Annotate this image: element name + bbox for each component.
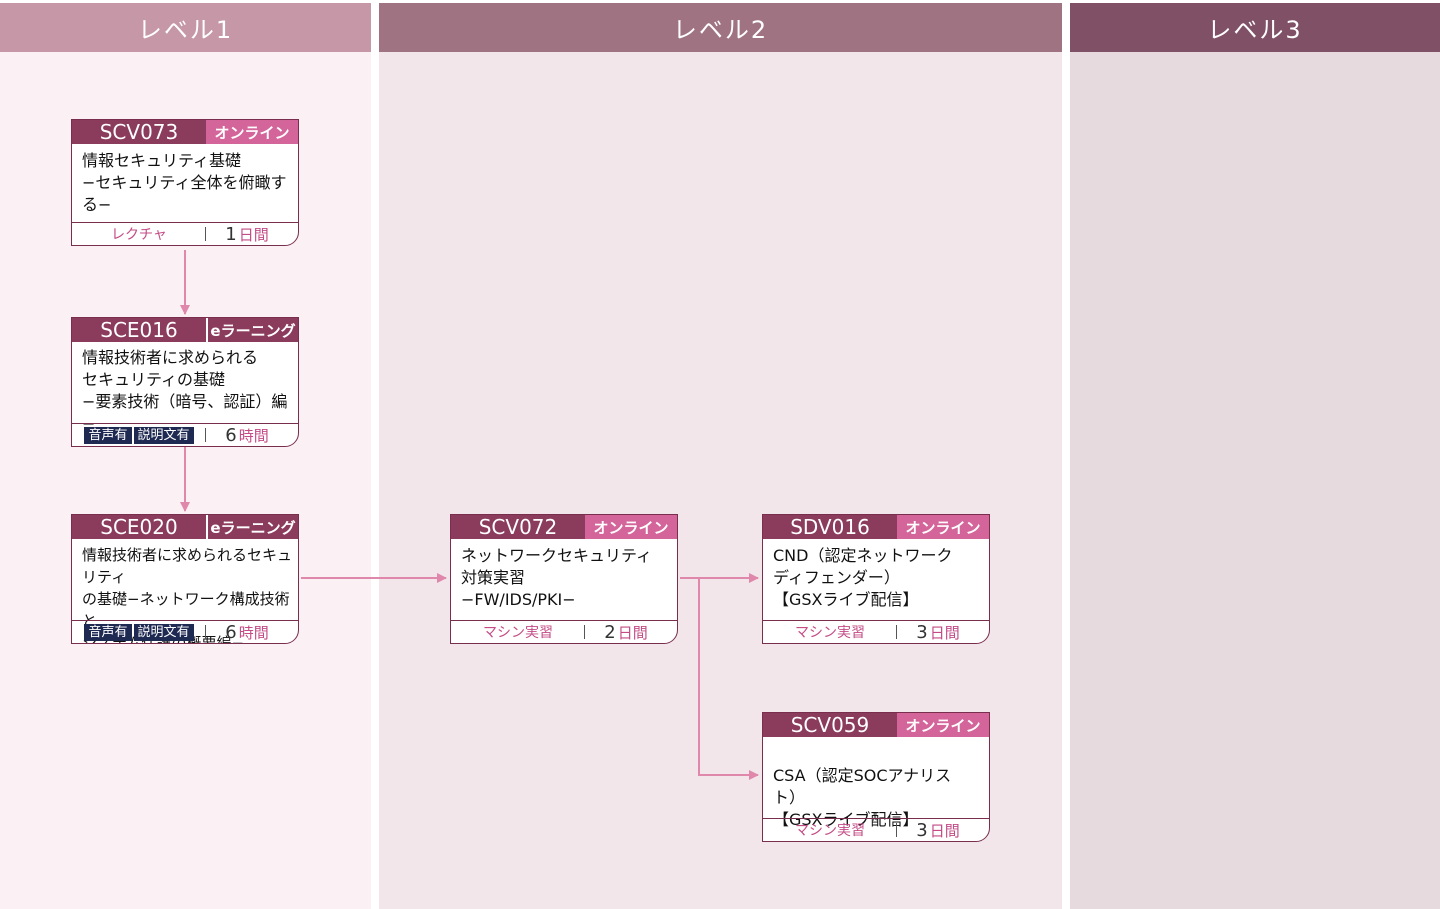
card-footer: 音声有 説明文有 6 時間 [72, 423, 298, 446]
card-footer: マシン実習 2 日間 [451, 620, 677, 643]
duration-value: 3 [916, 819, 928, 841]
duration: 6 時間 [206, 425, 298, 446]
method-label: レクチャ [111, 227, 167, 243]
feature-tags: 音声有 説明文有 [84, 426, 194, 444]
course-title: 情報セキュリティ基礎 −セキュリティ全体を俯瞰する− [82, 151, 287, 214]
card-header: SCV072 オンライン [451, 515, 677, 539]
training-method: マシン実習 [763, 621, 897, 643]
delivery-type-badge: オンライン [585, 515, 677, 539]
duration: 3 日間 [897, 820, 989, 841]
duration-unit: 時間 [238, 426, 269, 445]
course-title: CSA（認定SOCアナリスト） 【GSXライブ配信】 [773, 766, 952, 829]
course-code: SDV016 [763, 515, 897, 539]
training-method: マシン実習 [763, 819, 897, 841]
card-header: SDV016 オンライン [763, 515, 989, 539]
description-tag: 説明文有 [133, 623, 194, 641]
course-card-scv073[interactable]: SCV073 オンライン 情報セキュリティ基礎 −セキュリティ全体を俯瞰する− … [71, 119, 299, 246]
method-label: マシン実習 [795, 625, 865, 641]
duration-value: 3 [916, 621, 928, 643]
column-header: レベル2 [379, 3, 1062, 52]
feature-tags: 音声有 説明文有 [84, 623, 194, 641]
course-code: SCE016 [72, 318, 206, 342]
card-header: SCV073 オンライン [72, 120, 298, 144]
duration-unit: 時間 [238, 623, 269, 642]
course-title: 情報技術者に求められる セキュリティの基礎 −要素技術（暗号、認証）編− [82, 348, 288, 433]
duration-value: 2 [604, 621, 616, 643]
course-title: ネットワークセキュリティ 対策実習 −FW/IDS/PKI− [461, 546, 653, 609]
course-card-scv059[interactable]: SCV059 オンライン CSA（認定SOCアナリスト） 【GSXライブ配信】 … [762, 712, 990, 842]
delivery-type-badge: オンライン [897, 515, 989, 539]
course-code: SCV072 [451, 515, 585, 539]
method-label: マシン実習 [795, 823, 865, 839]
description-tag: 説明文有 [133, 426, 194, 444]
course-code: SCV073 [72, 120, 206, 144]
duration-unit: 日間 [929, 623, 960, 642]
course-code: SCV059 [763, 713, 897, 737]
duration-value: 1 [225, 223, 237, 245]
delivery-type-badge: オンライン [206, 120, 298, 144]
training-method: マシン実習 [451, 621, 585, 643]
delivery-type-badge: オンライン [897, 713, 989, 737]
arrow-scv072-to-scv059 [698, 578, 759, 780]
delivery-type-badge: eラーニング [206, 515, 298, 539]
duration: 6 時間 [206, 622, 298, 643]
card-footer: レクチャ 1 日間 [72, 222, 298, 245]
audio-tag: 音声有 [84, 623, 132, 641]
column-header: レベル1 [0, 3, 371, 52]
duration-unit: 日間 [238, 225, 269, 244]
training-method: 音声有 説明文有 [72, 424, 206, 446]
column-header: レベル3 [1070, 3, 1440, 52]
course-card-scv072[interactable]: SCV072 オンライン ネットワークセキュリティ 対策実習 −FW/IDS/P… [450, 514, 678, 644]
duration: 1 日間 [206, 224, 298, 245]
course-card-sce020[interactable]: SCE020 eラーニング 情報技術者に求められるセキュリティ の基礎−ネットワ… [71, 514, 299, 644]
card-header: SCV059 オンライン [763, 713, 989, 737]
training-method: レクチャ [72, 223, 206, 245]
column-level-3: レベル3 [1070, 0, 1440, 909]
course-card-sdv016[interactable]: SDV016 オンライン CND（認定ネットワーク ディフェンダー） 【GSXラ… [762, 514, 990, 644]
delivery-type-badge: eラーニング [206, 318, 298, 342]
duration-value: 6 [225, 424, 237, 446]
duration: 2 日間 [585, 622, 677, 643]
course-code: SCE020 [72, 515, 206, 539]
card-footer: マシン実習 3 日間 [763, 620, 989, 643]
card-header: SCE020 eラーニング [72, 515, 298, 539]
method-label: マシン実習 [483, 625, 553, 641]
course-title: CND（認定ネットワーク ディフェンダー） 【GSXライブ配信】 [773, 546, 953, 609]
card-header: SCE016 eラーニング [72, 318, 298, 342]
column-body [1070, 52, 1440, 909]
training-method: 音声有 説明文有 [72, 621, 206, 643]
card-footer: 音声有 説明文有 6 時間 [72, 620, 298, 643]
duration: 3 日間 [897, 622, 989, 643]
duration-value: 6 [225, 621, 237, 643]
card-footer: マシン実習 3 日間 [763, 818, 989, 841]
duration-unit: 日間 [929, 821, 960, 840]
audio-tag: 音声有 [84, 426, 132, 444]
duration-unit: 日間 [617, 623, 648, 642]
course-card-sce016[interactable]: SCE016 eラーニング 情報技術者に求められる セキュリティの基礎 −要素技… [71, 317, 299, 447]
